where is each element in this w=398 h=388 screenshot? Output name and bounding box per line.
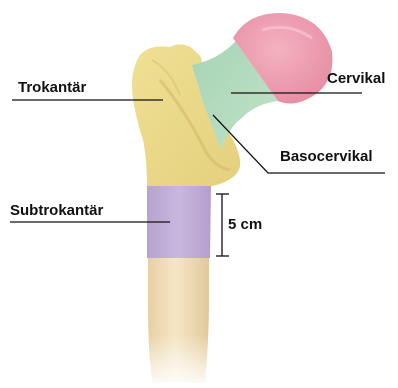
label-distance: 5 cm [228,217,262,232]
label-subtrochanter: Subtrokantär [10,203,103,218]
label-basocervical: Basocervikal [280,149,373,164]
label-trochanter: Trokantär [18,80,86,95]
label-cervical: Cervikal [327,71,385,86]
